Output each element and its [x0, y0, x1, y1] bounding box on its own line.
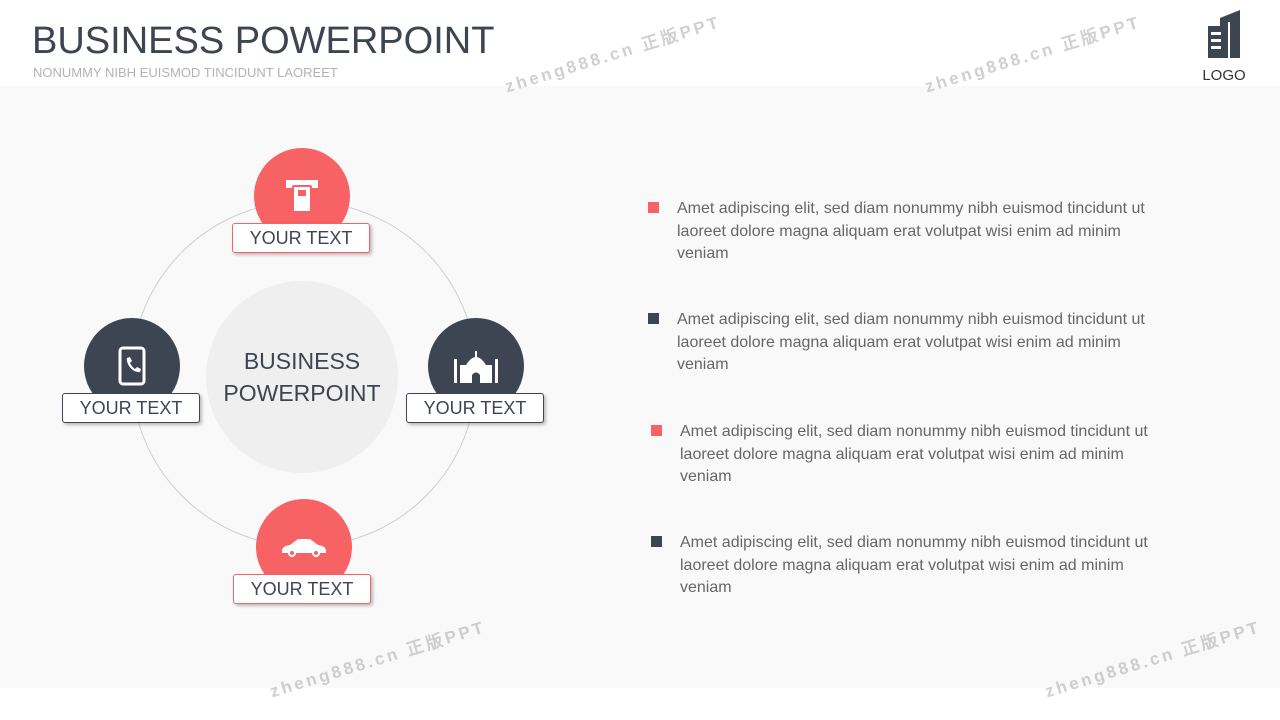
node-top-label: YOUR TEXT [232, 223, 370, 253]
node-left-label: YOUR TEXT [62, 393, 200, 423]
node-right-label: YOUR TEXT [406, 393, 544, 423]
center-circle: BUSINESS POWERPOINT [206, 281, 398, 473]
bullet-square [648, 313, 659, 324]
watermark: zheng888.cn 正版PPT [502, 12, 724, 97]
watermark: zheng888.cn 正版PPT [922, 12, 1144, 97]
node-bottom-label: YOUR TEXT [233, 574, 371, 604]
center-text-2: POWERPOINT [223, 380, 381, 406]
bullet-text: Amet adipiscing elit, sed diam nonummy n… [680, 423, 1148, 485]
phone-icon [118, 346, 146, 386]
page-title: BUSINESS POWERPOINT [32, 20, 495, 62]
taxi-icon [282, 539, 326, 557]
logo: LOGO [1196, 8, 1252, 84]
building-icon [1208, 10, 1240, 58]
bullet-item: Amet adipiscing elit, sed diam nonummy n… [651, 421, 1151, 489]
bullet-item: Amet adipiscing elit, sed diam nonummy n… [648, 198, 1148, 266]
bullet-item: Amet adipiscing elit, sed diam nonummy n… [648, 309, 1148, 377]
atm-card-icon [286, 180, 318, 213]
bullet-square [651, 425, 662, 436]
mosque-icon [454, 351, 498, 383]
center-text-1: BUSINESS [243, 348, 361, 374]
page-subtitle: NONUMMY NIBH EUISMOD TINCIDUNT LAOREET [33, 65, 338, 80]
logo-text: LOGO [1202, 67, 1246, 84]
bullet-item: Amet adipiscing elit, sed diam nonummy n… [651, 532, 1151, 600]
bullet-text: Amet adipiscing elit, sed diam nonummy n… [677, 311, 1145, 373]
bullet-square [651, 536, 662, 547]
bullet-text: Amet adipiscing elit, sed diam nonummy n… [680, 534, 1148, 596]
bullet-text: Amet adipiscing elit, sed diam nonummy n… [677, 200, 1145, 262]
bullet-square [648, 202, 659, 213]
